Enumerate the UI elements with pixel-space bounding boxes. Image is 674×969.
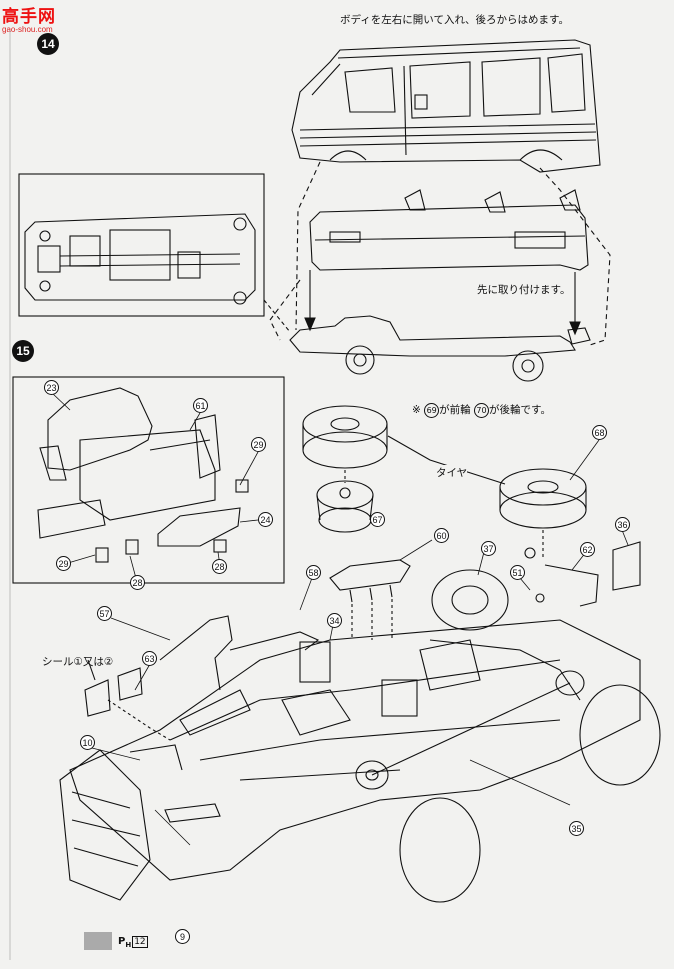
tire-label: タイヤ <box>436 465 468 480</box>
part-number-28-left: 28 <box>130 575 145 590</box>
part-number-67: 67 <box>370 512 385 527</box>
bracket-60-illustration <box>329 559 411 603</box>
part-number-29-upper: 29 <box>251 437 266 452</box>
seal-label: シール①又は② <box>42 656 114 668</box>
tire-note-rear-number: 70 <box>474 403 489 418</box>
attach-first-note: 先に取り付けます。 <box>477 284 571 296</box>
shaft-62-illustration <box>544 564 599 607</box>
part-number-58: 58 <box>306 565 321 580</box>
part-number-28-right: 28 <box>212 559 227 574</box>
paint-legend-sub: H <box>125 941 132 949</box>
part-number-23: 23 <box>44 380 59 395</box>
tire-note-front-number: 69 <box>424 403 440 418</box>
part-number-34: 34 <box>327 613 342 628</box>
main-underbody-illustration <box>59 569 661 903</box>
paint-legend-swatch <box>84 932 112 950</box>
paint-legend-number: 12 <box>132 936 148 948</box>
watermark-title: 高手网 <box>2 7 56 26</box>
part-number-57: 57 <box>97 606 112 621</box>
part-number-37: 37 <box>481 541 496 556</box>
part-63-illustration <box>117 667 143 701</box>
part-number-60: 60 <box>434 528 449 543</box>
body-instruction-note: ボディを左右に開いて入れ、後ろからはめます。 <box>340 14 570 26</box>
part-number-51: 51 <box>510 565 525 580</box>
wheel-rim-illustration <box>316 480 374 533</box>
tire-note-mid: が前輪 <box>439 404 471 416</box>
seal-sticker-illustration <box>84 679 111 717</box>
step-15-badge: 15 <box>12 340 34 362</box>
tire-note-prefix: ※ <box>412 404 421 416</box>
part-number-63: 63 <box>142 651 157 666</box>
part-number-68: 68 <box>592 425 607 440</box>
paint-legend-label: P <box>118 936 126 947</box>
bumper-frame-illustration <box>37 387 249 563</box>
part-number-29-lower: 29 <box>56 556 71 571</box>
van-body-illustration <box>291 39 601 173</box>
part-number-36: 36 <box>615 517 630 532</box>
part-number-62: 62 <box>580 542 595 557</box>
underbody-inset-frame <box>18 173 265 317</box>
bumper-inset-frame <box>12 376 285 584</box>
watermark-url: gao-shou.com <box>2 25 53 34</box>
part-number-35: 35 <box>569 821 584 836</box>
plate-36-illustration <box>612 541 641 591</box>
tire-rear-illustration <box>499 468 587 529</box>
watermark-logo: 高手网 gao-shou.com <box>2 2 72 42</box>
part-number-61: 61 <box>193 398 208 413</box>
guide-lines-14 <box>269 161 611 346</box>
interior-floor-illustration <box>309 189 589 271</box>
tire-upper-illustration <box>302 405 388 469</box>
underbody-inset-illustration <box>24 213 256 305</box>
tire-note-post: が後輪です。 <box>489 404 551 416</box>
part-number-10: 10 <box>80 735 95 750</box>
part-number-9: 9 <box>175 929 190 944</box>
chassis-illustration <box>289 315 591 382</box>
step-14-badge: 14 <box>37 33 59 55</box>
part-number-24: 24 <box>258 512 273 527</box>
